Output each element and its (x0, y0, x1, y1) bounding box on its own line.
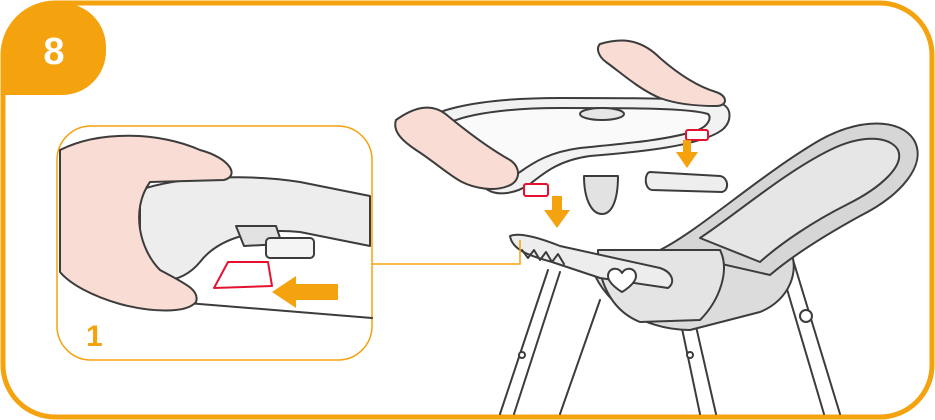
detail-latch-button (265, 237, 315, 259)
hand-right (597, 39, 726, 107)
orange-arrow-left-icon (272, 276, 338, 308)
leg-rivet (686, 351, 694, 359)
chair-leg-rear-right (789, 249, 841, 415)
arrow-shape (272, 276, 338, 308)
leg-rivet (518, 351, 526, 359)
heart-logo (607, 267, 637, 293)
tray-latch-right (685, 129, 709, 141)
hand-left (394, 106, 519, 190)
detail-hand (59, 134, 233, 312)
chair-leg-front-left-inner (513, 271, 561, 415)
detail-leader-line (372, 240, 521, 265)
tray-leg (583, 175, 619, 215)
chair-leg-front-left (499, 269, 549, 415)
arrow-head (544, 210, 570, 228)
tray-latch-left (523, 183, 549, 197)
high-chair (499, 122, 919, 415)
hands (394, 39, 726, 190)
arrow-shaft (683, 140, 691, 154)
sub-step-label: 1 (86, 320, 103, 353)
leg-rivet (799, 309, 813, 323)
orange-arrow-down-icon (544, 196, 570, 228)
tray-cup-holder (579, 107, 625, 121)
detail-latch-highlight (213, 261, 273, 289)
armrest-grip (521, 249, 565, 265)
arrow-head (676, 152, 698, 168)
tray-receiver-bar (644, 171, 728, 193)
chair-backrest-cushion (699, 137, 901, 263)
chair-leg-rear-left (559, 299, 601, 415)
detail-illustration (59, 134, 373, 319)
detail-inset: 1 (56, 125, 373, 361)
orange-arrow-down-icon (676, 140, 698, 168)
step-number: 8 (43, 31, 64, 73)
step-badge: 8 (3, 3, 106, 95)
step-badge-shape (3, 3, 106, 95)
arrow-shaft (552, 196, 562, 212)
